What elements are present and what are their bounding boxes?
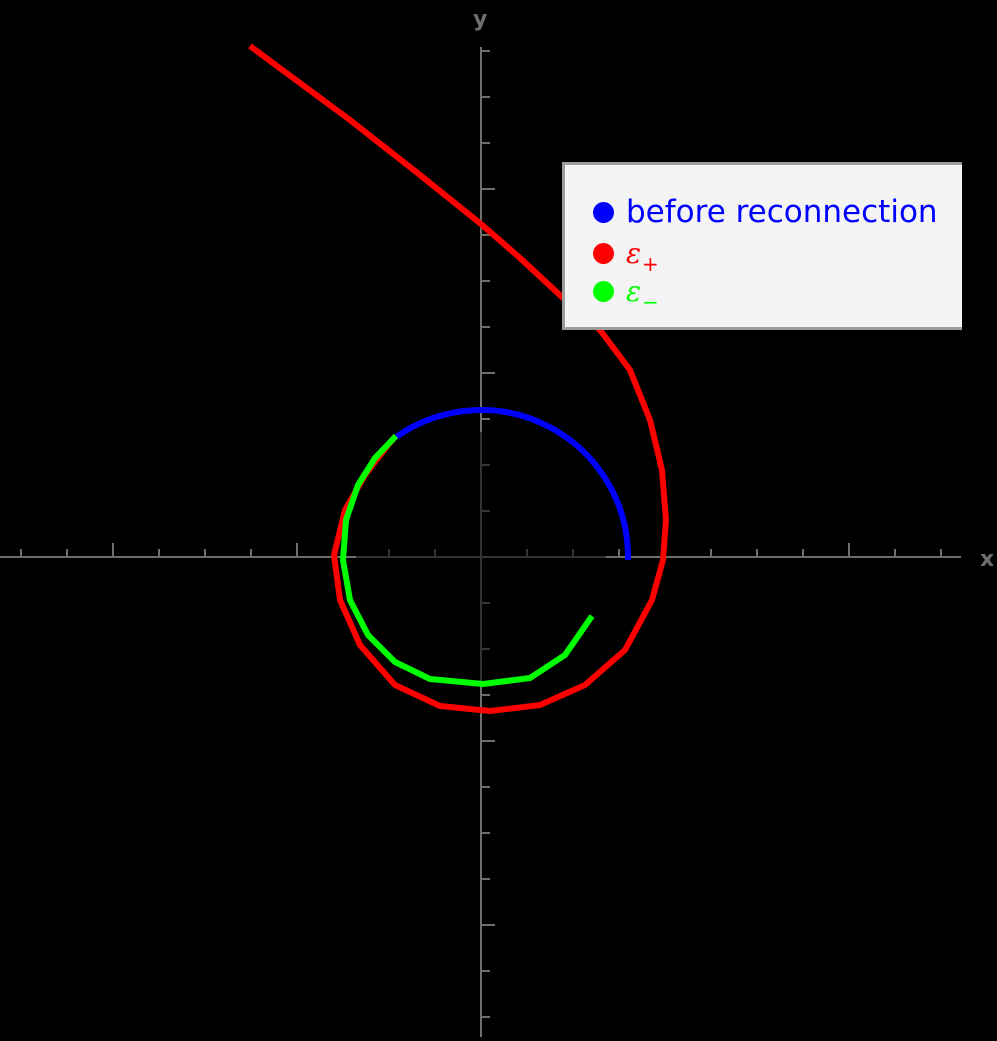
legend-marker-icon <box>593 202 614 223</box>
x-axis-label: x <box>980 547 994 572</box>
legend-item-epsilon-minus: ε − <box>593 275 659 314</box>
series-epsilon-minus-curve <box>340 433 595 687</box>
series-before-reconnection-curve <box>394 407 632 560</box>
y-axis-label: y <box>473 7 487 32</box>
legend-marker-icon <box>593 243 614 264</box>
legend-subscript: − <box>642 289 659 314</box>
legend-label: before reconnection <box>626 194 938 230</box>
series-epsilon-plus-curve <box>248 43 669 714</box>
legend-marker-icon <box>593 281 614 302</box>
legend-subscript: + <box>642 251 659 276</box>
legend-item-epsilon-plus: ε + <box>593 237 659 276</box>
curves <box>248 43 669 714</box>
legend-label: ε <box>626 275 642 308</box>
legend-item-before-reconnection: before reconnection <box>593 197 938 228</box>
legend-label: ε <box>626 237 642 270</box>
legend: before reconnection ε + ε − <box>562 162 962 330</box>
